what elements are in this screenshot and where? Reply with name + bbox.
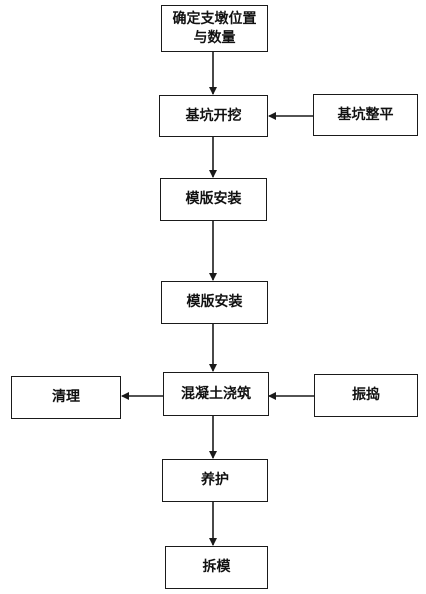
node-formwork-installation-2: 模版安装 — [161, 281, 268, 324]
node-formwork-removal: 拆模 — [165, 546, 268, 589]
node-concrete-pouring: 混凝土浇筑 — [163, 372, 269, 416]
node-curing: 养护 — [162, 459, 268, 502]
node-cleanup: 清理 — [11, 376, 121, 419]
node-formwork-installation-1: 模版安装 — [160, 178, 267, 221]
node-pit-leveling: 基坑整平 — [313, 94, 418, 136]
node-vibration: 振捣 — [314, 374, 418, 417]
node-determine-pier-position: 确定支墩位置 与数量 — [161, 5, 268, 52]
node-pit-excavation: 基坑开挖 — [159, 95, 268, 137]
